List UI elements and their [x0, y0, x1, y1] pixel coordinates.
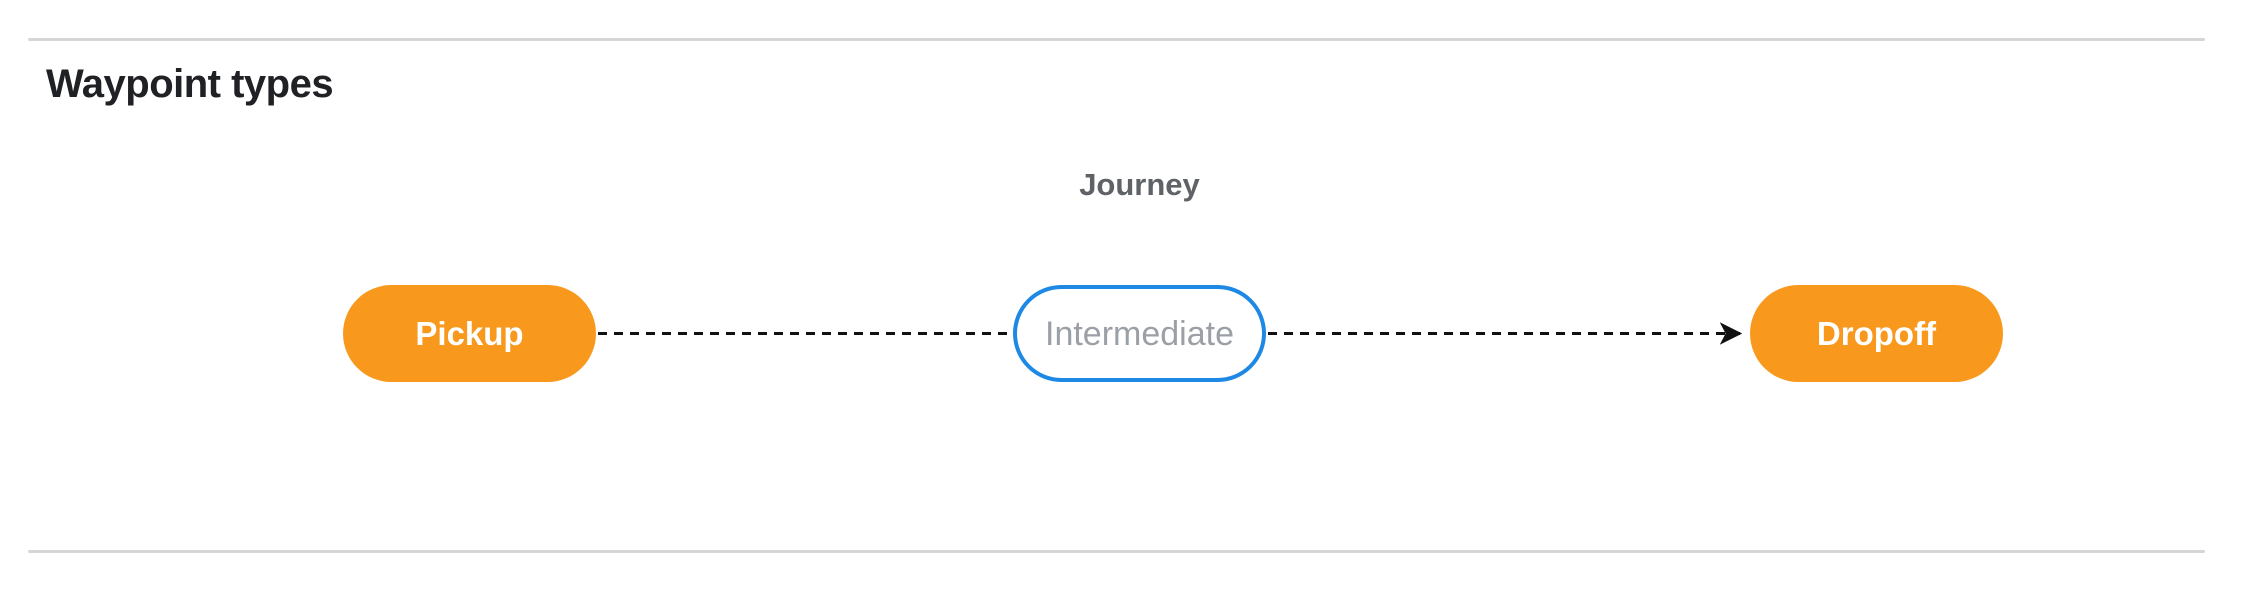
node-dropoff: Dropoff: [1750, 285, 2003, 382]
bottom-divider: [28, 550, 2205, 553]
journey-label: Journey: [1079, 167, 1200, 202]
node-intermediate-label: Intermediate: [1045, 314, 1234, 353]
node-pickup: Pickup: [343, 285, 596, 382]
top-divider: [28, 38, 2205, 41]
node-dropoff-label: Dropoff: [1816, 315, 1937, 352]
node-pickup-label: Pickup: [415, 315, 524, 352]
section-heading: Waypoint types: [46, 62, 334, 106]
node-intermediate: Intermediate: [1013, 285, 1266, 382]
